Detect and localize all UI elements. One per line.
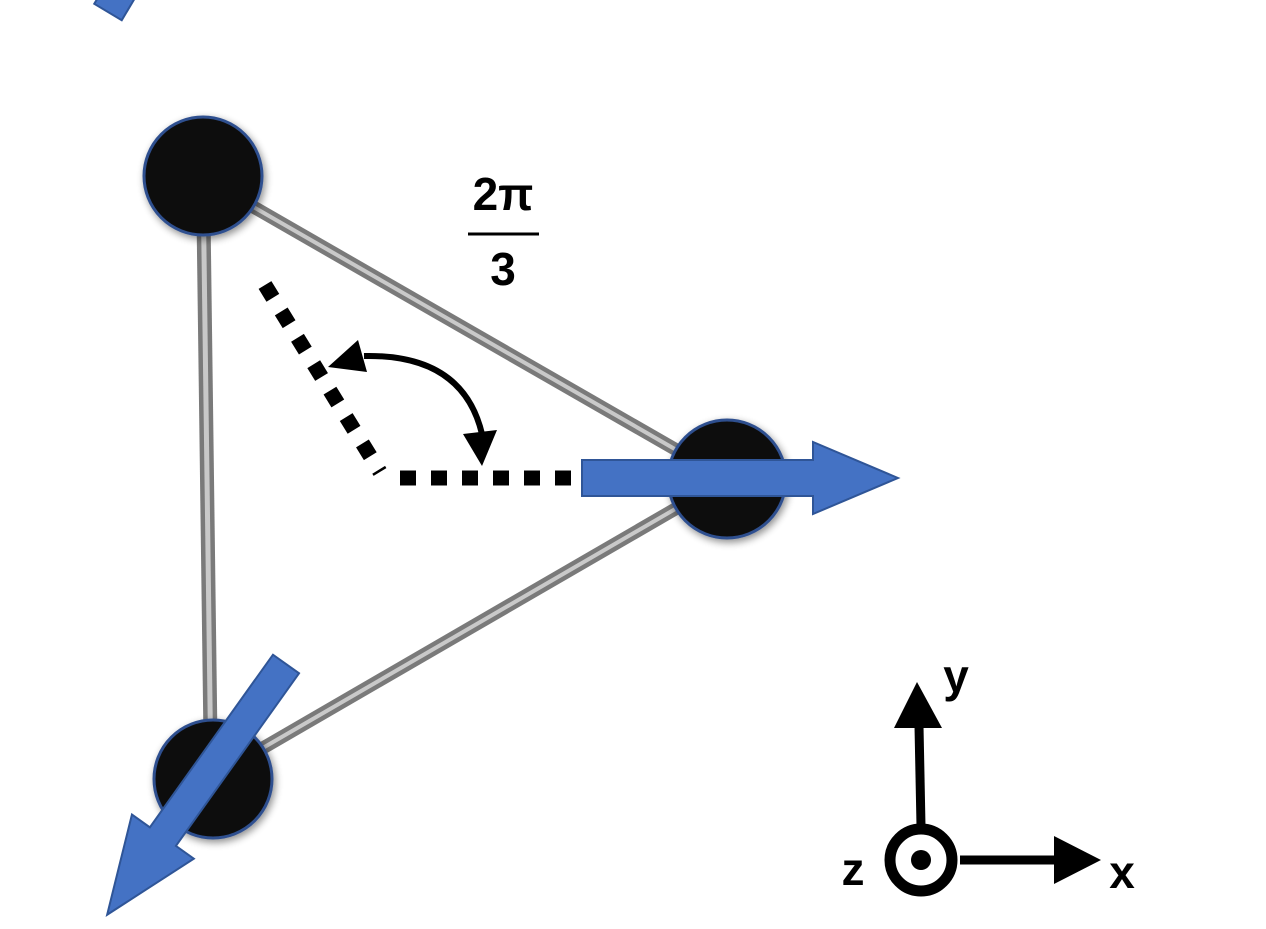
angle-label-denominator: 3 bbox=[490, 243, 516, 295]
spin-arrows bbox=[92, 0, 901, 917]
y-axis-arrowhead bbox=[894, 682, 942, 728]
z-axis-label: z bbox=[842, 843, 865, 895]
angle-label-numerator: 2π bbox=[473, 168, 534, 220]
spin-arrow-bottom-left bbox=[105, 653, 301, 917]
angle-reference-lines bbox=[258, 281, 585, 486]
arc-arrowhead-left bbox=[328, 340, 367, 372]
coordinate-axes: y x z bbox=[842, 650, 1136, 898]
angle-label: 2π 3 bbox=[468, 168, 539, 295]
x-axis-arrowhead bbox=[1054, 836, 1101, 884]
arc-arrowhead-bottom bbox=[463, 430, 497, 466]
z-axis-dot bbox=[911, 850, 931, 870]
y-axis-line bbox=[914, 725, 926, 827]
angle-arc-arrow bbox=[328, 340, 497, 466]
y-axis-label: y bbox=[943, 650, 969, 702]
lattice-bonds bbox=[196, 172, 731, 784]
atom-top-left bbox=[142, 115, 264, 237]
dotted-line-diagonal bbox=[258, 281, 387, 476]
spin-arrow-top-left bbox=[92, 0, 268, 22]
x-axis-label: x bbox=[1109, 846, 1135, 898]
spin-arrow-right bbox=[581, 440, 901, 516]
